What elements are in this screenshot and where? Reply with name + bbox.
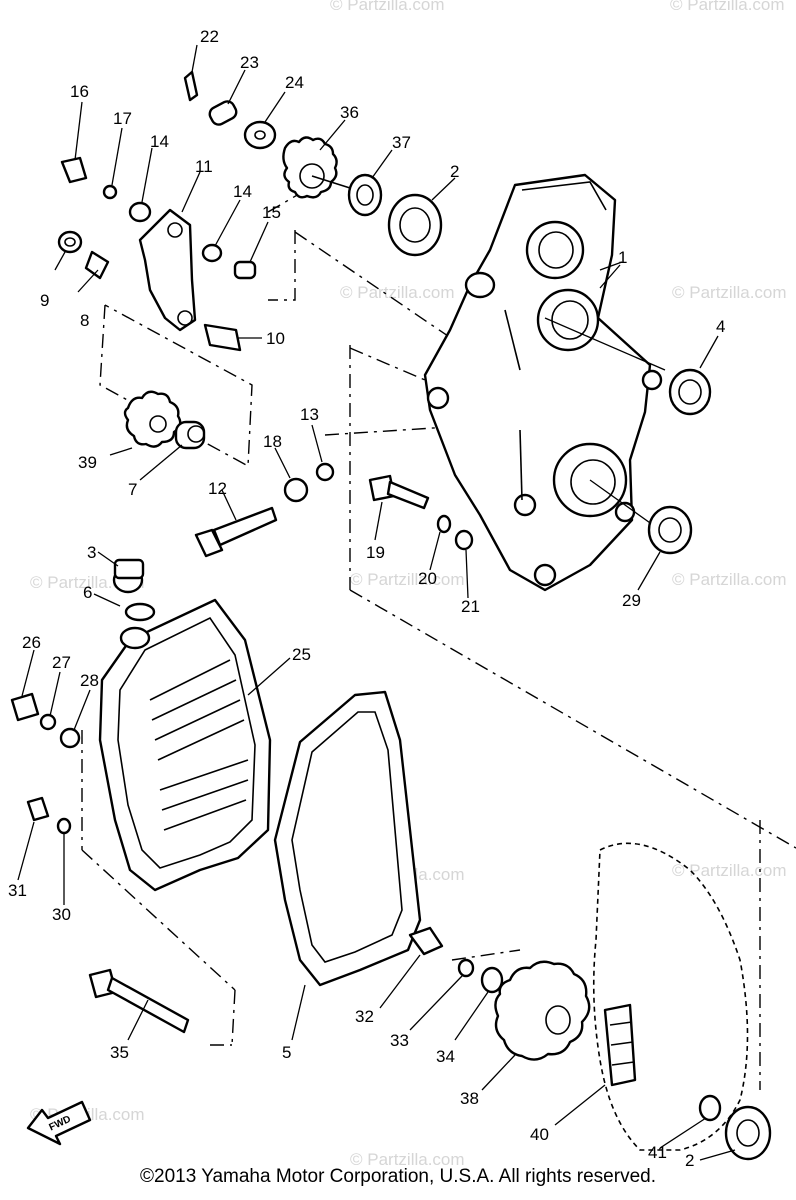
- callout-15: 15: [262, 203, 281, 222]
- watermark: © Partzilla.com: [672, 570, 787, 589]
- callout-8: 8: [80, 311, 89, 330]
- callout-28: 28: [80, 671, 99, 690]
- callout-39: 39: [78, 453, 97, 472]
- left-fasteners: [10, 692, 81, 835]
- callout-11: 11: [195, 157, 213, 176]
- callout-5: 5: [282, 1043, 291, 1062]
- tensioner-bracket: [57, 156, 262, 352]
- callout-35: 35: [110, 1043, 129, 1062]
- watermark: © Partzilla.com: [330, 0, 445, 14]
- callout-13: 13: [300, 405, 319, 424]
- bolts-middle: [194, 462, 474, 558]
- cover-gasket: [273, 690, 422, 987]
- drive-sprocket-and-chain: [408, 842, 749, 1151]
- callout-40: 40: [530, 1125, 549, 1144]
- callout-22: 22: [200, 27, 219, 46]
- callout-14a: 14: [150, 132, 169, 151]
- callout-16: 16: [70, 82, 89, 101]
- callout-labels: 22 23 24 36 37 2 1 4 16 17 14 11 14 15 9…: [8, 27, 725, 1170]
- callout-31: 31: [8, 881, 27, 900]
- callout-3: 3: [87, 543, 96, 562]
- callout-2: 2: [450, 162, 459, 181]
- callout-4: 4: [716, 317, 725, 336]
- callout-32: 32: [355, 1007, 374, 1026]
- watermark: © Partzilla.com: [350, 1150, 465, 1169]
- seals-and-bearing: [347, 173, 772, 1161]
- callout-37: 37: [392, 133, 411, 152]
- callout-10: 10: [266, 329, 285, 348]
- watermark: © Partzilla.com: [350, 570, 465, 589]
- callout-12: 12: [208, 479, 227, 498]
- watermarks: © Partzilla.com © Partzilla.com © Partzi…: [30, 0, 787, 1169]
- callout-26: 26: [22, 633, 41, 652]
- callout-23: 23: [240, 53, 259, 72]
- callout-19: 19: [366, 543, 385, 562]
- callout-9: 9: [40, 291, 49, 310]
- callout-38: 38: [460, 1089, 479, 1108]
- callout-18: 18: [263, 432, 282, 451]
- watermark: © Partzilla.com: [672, 861, 787, 880]
- callout-17: 17: [113, 109, 132, 128]
- callout-leaders: [17, 44, 736, 1161]
- idler-sprocket: [123, 390, 206, 450]
- watermark: © Partzilla.com: [672, 283, 787, 302]
- callout-30: 30: [52, 905, 71, 924]
- callout-24: 24: [285, 73, 304, 92]
- callout-7: 7: [128, 480, 137, 499]
- watermark: © Partzilla.com: [340, 283, 455, 302]
- callout-1: 1: [618, 248, 627, 267]
- crankcase-housing: [423, 173, 666, 592]
- upper-sprocket-stack: [183, 70, 351, 199]
- callout-14b: 14: [233, 182, 252, 201]
- callout-25: 25: [292, 645, 311, 664]
- callout-20: 20: [418, 569, 437, 588]
- callout-2b: 2: [685, 1151, 694, 1170]
- callout-6: 6: [83, 583, 92, 602]
- callout-41: 41: [648, 1143, 667, 1162]
- chain-case-cover: [98, 558, 272, 892]
- forward-direction-arrow: FWD: [26, 1100, 92, 1146]
- copyright-notice: ©2013 Yamaha Motor Corporation, U.S.A. A…: [140, 1166, 656, 1187]
- callout-36: 36: [340, 103, 359, 122]
- watermark: © Partzilla.com: [670, 0, 785, 14]
- callout-27: 27: [52, 653, 71, 672]
- long-bolt: [88, 968, 190, 1034]
- callout-21: 21: [461, 597, 480, 616]
- callout-29: 29: [622, 591, 641, 610]
- callout-34: 34: [436, 1047, 455, 1066]
- callout-33: 33: [390, 1031, 409, 1050]
